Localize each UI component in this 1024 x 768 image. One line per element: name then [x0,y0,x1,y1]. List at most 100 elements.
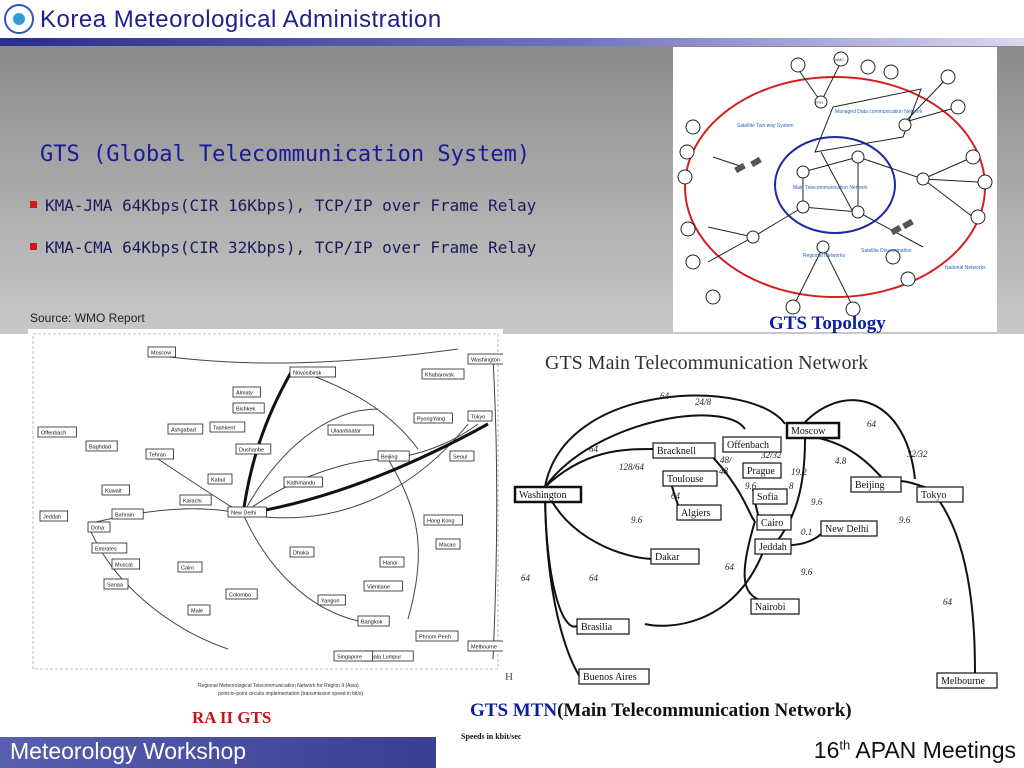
mtn-node-washington: Washington [513,485,583,504]
footer-meeting-ordinal: th [839,737,851,753]
mtn-speed-label: 8 [789,481,794,491]
satellite-icon [734,156,914,236]
ra2-city-label: Ashgabad [171,428,196,434]
footer-meeting-name: APAN Meetings [850,737,1016,763]
ra2-city-node: Macao [435,538,461,550]
mtn-stray-mark: H [505,671,513,683]
ra2-city-node: Colombo [225,588,258,600]
mtn-svg: GTS Main Telecommunication Network Washi… [505,352,998,689]
mtn-node-offenbach: Offenbach [722,436,782,453]
ra2-city-label: Seoul [453,455,467,461]
mtn-speed-label: 48 [719,466,729,476]
footer-workshop-label: Meteorology Workshop [10,738,247,764]
ra2-city-label: Dhaka [293,551,310,557]
bullet-text: KMA-CMA 64Kbps(CIR 32Kbps), TCP/IP over … [45,238,537,257]
mtn-node-label: New Delhi [825,524,869,535]
mtn-speed-label: 128/64 [619,462,645,472]
mtn-node-label: Beijing [855,480,884,491]
ra2-city-label: Bahrain [115,513,134,519]
gts-topology-diagram: Managed Data communication Network Satel… [673,47,997,332]
ra2-city-label: Male [191,609,203,615]
topology-rth-label: RTH [815,100,823,105]
mtn-title: GTS Main Telecommunication Network [545,352,868,374]
ra2-city-label: Ulaanbaatar [331,429,361,435]
ra2-footer-title: Regional Meteorological Telecommunicatio… [198,683,359,689]
ra2-city-label: Kabul [211,478,225,484]
mtn-speed-label: 9.6 [811,497,823,507]
ra2-city-label: Macao [439,543,456,549]
mtn-node-bracknell: Bracknell [652,442,716,459]
mtn-node-prague: Prague [742,462,782,479]
mtn-node-beijing: Beijing [850,476,902,493]
ra2-city-label: New Delhi [231,511,256,517]
mtn-speed-label: 9.6 [899,515,911,525]
ra2-city-label: Muscat [115,563,133,569]
ra2-city-label: Almaty [236,391,253,397]
footer-meeting-number: 16 [813,737,840,763]
ra2-city-node: Cairo [177,561,203,573]
ra2-city-node: Tokyo [467,410,493,422]
ra2-city-label: Sanaa [107,583,124,589]
ra2-city-label: Offenbach [41,431,66,437]
ra2-city-label: Beijing [381,455,398,461]
mtn-node-label: Toulouse [667,474,704,485]
ra2-city-label: Bangkok [361,620,383,626]
gts-mtn-diagram: GTS Main Telecommunication Network Washi… [505,339,1024,700]
ra2-city-label: Phnom Penh [419,635,451,641]
ra2-city-label: Emirates [95,547,117,553]
ra2-city-label: Vientiane [367,585,390,591]
ra2-city-label: Kathmandu [287,481,315,487]
mtn-speed-label: 64 [521,573,531,583]
ra2-city-node: Washington [467,353,511,365]
source-note: Source: WMO Report [30,311,145,325]
ra2-city-node: Ashgabad [167,423,204,435]
mtn-node-label: Tokyo [921,490,946,501]
ra2-city-label: Singapore [337,655,362,661]
mtn-speed-label: 4.8 [835,456,847,466]
ra2-city-node: Khabarovsk [421,368,465,380]
mtn-node-newdelhi: New Delhi [820,520,878,537]
ra2-city-node: Muscat [111,558,141,570]
header: Korea Meteorological Administration [0,0,1024,40]
topology-managed-label: Managed Data communication Network [835,109,923,115]
mtn-node-dakar: Dakar [650,548,700,565]
mtn-node-label: Nairobi [755,602,786,613]
topology-regional-label: Regional Networks [803,253,845,259]
mtn-speed-label: 64 [943,597,953,607]
topology-sat-dissem-label: Satellite Dissemination [861,248,912,254]
mtn-node-algiers: Algiers [676,504,722,521]
ra2-city-node: Tashkent [209,421,246,433]
ra2-city-node: Sanaa [103,578,129,590]
ra2-city-node: Baghdad [85,440,118,452]
mtn-caption: GTS MTN(Main Telecommunication Network) [470,700,852,722]
ra2-city-node: Beijing [377,450,410,462]
ra2-city-node: New Delhi [227,506,267,518]
ra2-city-node: Hong Kong [423,514,463,526]
ra2-city-node: Almaty [232,386,262,398]
ra2-city-label: Melbourne [471,645,497,651]
mtn-speed-label: 19.2 [791,467,807,477]
mtn-caption-text: (Main Telecommunication Network) [557,700,852,721]
ra2-city-node: Male [187,604,211,616]
footer-workshop-bar: Meteorology Workshop [0,737,436,768]
header-divider-bar [0,38,1024,46]
mtn-speed-label: 64 [660,391,670,401]
bullet-square-icon [30,243,37,250]
mtn-node-jeddah: Jeddah [754,538,792,555]
speeds-note: Speeds in kbit/sec [461,732,522,741]
ra2-city-node: Dhaka [289,546,315,558]
ra2-city-label: Tokyo [471,415,485,421]
ra2-city-node: Seoul [449,450,475,462]
mtn-node-label: Brasilia [581,622,613,633]
kma-logo-icon [4,4,34,34]
mtn-speed-label: 64 [867,419,877,429]
mtn-node-label: Cairo [761,518,783,529]
ra2-city-label: Bishkek [236,407,256,413]
mtn-node-label: Algiers [681,508,711,519]
mtn-node-label: Sofia [757,492,779,503]
ra2-city-label: Hanoi [383,561,397,567]
mtn-node-melbourne: Melbourne [936,672,998,689]
ra2-city-label: Khabarovsk [425,373,454,379]
ra2-city-label: Kuwait [105,489,122,495]
